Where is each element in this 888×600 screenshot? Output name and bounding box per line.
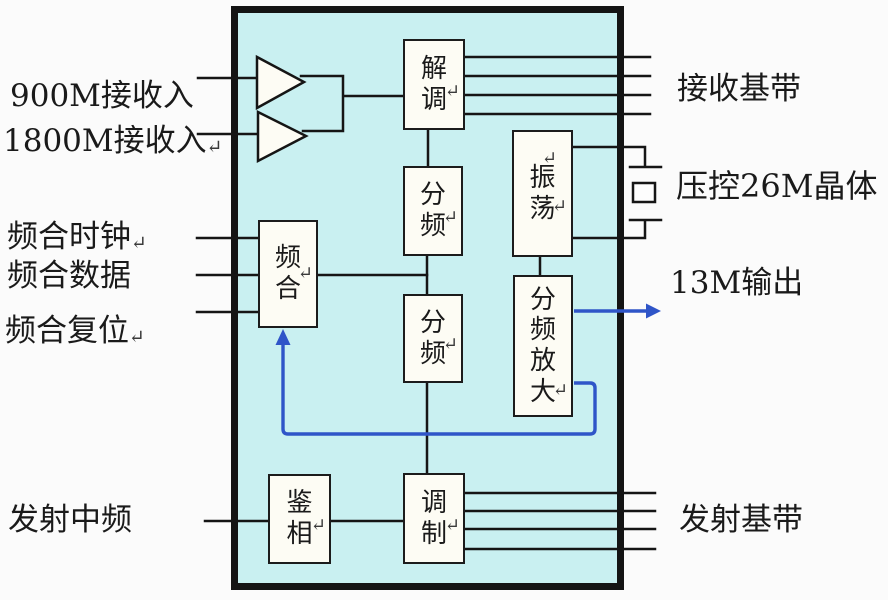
block-divider1: 分频 ↵ [403, 166, 463, 256]
label-text: 频合数据 [7, 258, 131, 294]
block-oscillator: ↵ 振荡 ↵ [512, 130, 573, 257]
return-mark: ↵ [444, 81, 460, 102]
label-rx-baseband: 接收基带 [677, 73, 801, 106]
return-mark: ↵ [541, 148, 557, 169]
return-mark: ↵ [444, 515, 460, 536]
label-text: 压控26M晶体 [676, 167, 878, 205]
block-label: 分频 [419, 307, 446, 369]
label-synth-data: 频合数据 [7, 260, 131, 293]
label-900m-rx-input: 900M接收入 [10, 80, 194, 113]
label-text: 1800M接收入 [3, 123, 207, 159]
return-mark: ↵ [131, 232, 147, 254]
label-text: 13M输出 [670, 265, 804, 301]
label-text: 频合复位 [5, 313, 129, 349]
block-divider2: 分频 ↵ [403, 294, 463, 383]
label-text: 发射中频 [8, 502, 132, 538]
return-mark: ↵ [552, 380, 568, 401]
crystal-icon [631, 181, 657, 204]
block-phase-detector: 鉴相 ↵ [268, 474, 331, 564]
block-demodulator: 解调 ↵ [403, 39, 465, 130]
label-text: 发射基带 [679, 502, 803, 538]
block-label: 鉴相 [286, 488, 313, 549]
label-vcxo-26m-crystal: 压控26M晶体 [676, 167, 878, 205]
block-label: 调制 [420, 487, 447, 549]
label-text: 接收基带 [677, 71, 801, 107]
block-modulator: 调制 ↵ [403, 473, 465, 564]
block-label: 解调 [420, 53, 447, 115]
return-mark: ↵ [129, 326, 145, 348]
13m-output-arrow-icon [646, 303, 661, 319]
label-1800m-rx-input: 1800M接收入↵ [3, 125, 223, 158]
return-mark: ↵ [442, 207, 458, 228]
block-divider-amplifier: 分频放大 ↵ [513, 275, 573, 417]
label-13m-output: 13M输出 [670, 267, 803, 300]
block-label: 分频 [419, 180, 446, 241]
label-text: 频合时钟 [7, 219, 131, 255]
label-synth-clock: 频合时钟↵ [7, 221, 147, 254]
label-text: 900M接收入 [10, 78, 194, 114]
return-mark: ↵ [442, 334, 458, 355]
return-mark: ↵ [551, 196, 567, 217]
return-mark: ↵ [310, 515, 326, 536]
label-tx-if: 发射中频 [8, 504, 132, 537]
block-label: 振荡 [529, 162, 556, 224]
label-tx-baseband: 发射基带 [679, 504, 803, 537]
block-label: 频合 [274, 243, 301, 304]
return-mark: ↵ [297, 263, 313, 284]
label-synth-reset: 频合复位↵ [5, 315, 145, 348]
return-mark: ↵ [206, 136, 223, 158]
block-label: 分频放大 [529, 284, 556, 407]
block-synthesizer: 频合 ↵ [258, 220, 318, 328]
